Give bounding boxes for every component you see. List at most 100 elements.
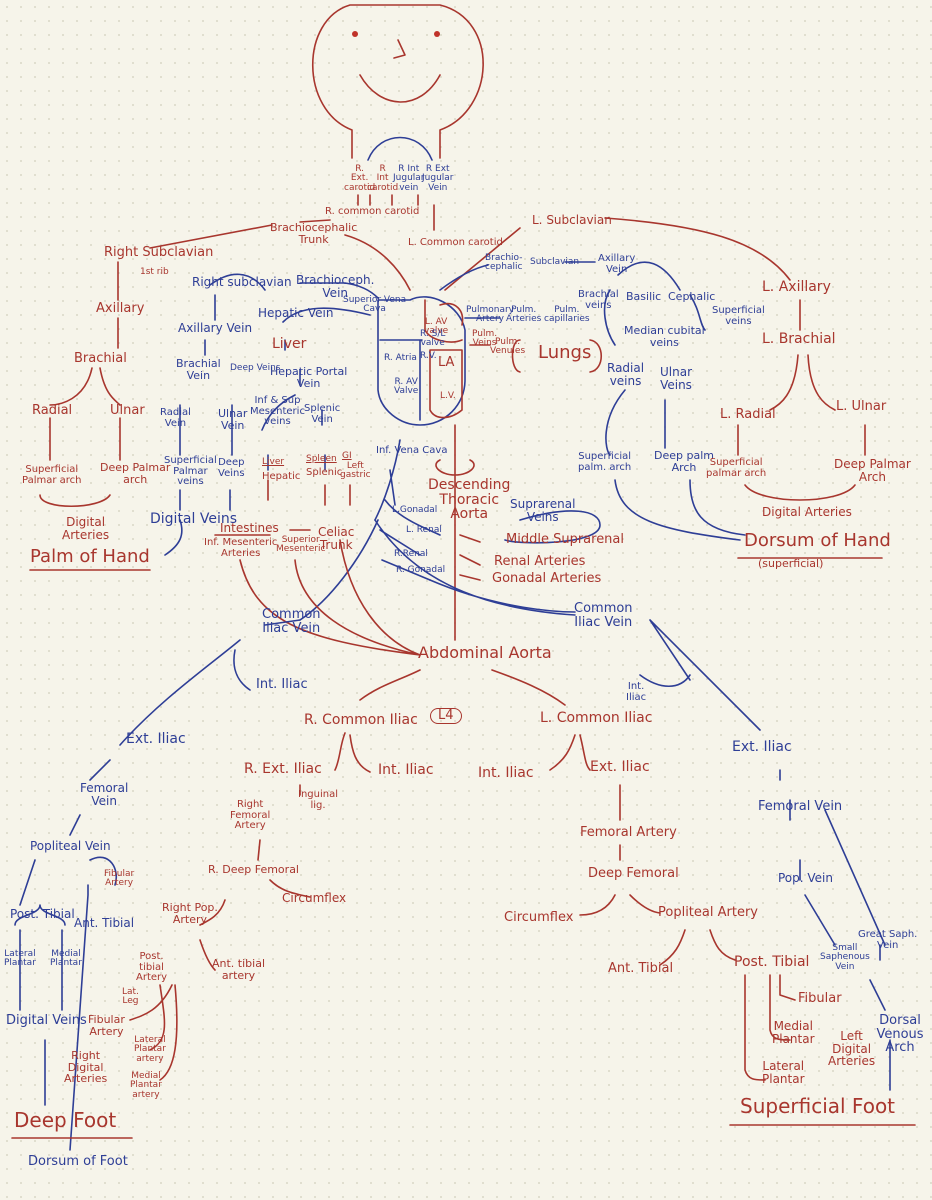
- l-av-valve-label: L. AV valve: [424, 317, 449, 337]
- superficial-foot-label: Superficial Foot: [740, 1094, 896, 1118]
- left-arm-vein-lines: [603, 261, 746, 541]
- right-ventricle-label: R.V.: [420, 351, 437, 361]
- deep-palm-arch-label: Deep palm Arch: [654, 449, 714, 474]
- right-subclavian-vein-label: Right subclavian: [192, 275, 292, 289]
- descending-thoracic-aorta-label: Descending Thoracic Aorta: [428, 477, 511, 523]
- l-brachiocephalic-vein: [439, 261, 596, 291]
- ant-tibial-v-label: Ant. Tibial: [74, 916, 135, 930]
- medial-plantar-l-label: Medial Plantar: [772, 1019, 815, 1046]
- brachial-label: Brachial: [74, 351, 127, 366]
- l-radial-label: L. Radial: [720, 407, 776, 422]
- superior-mesenteric-label: Superior Mesenteric: [276, 535, 326, 555]
- deep-palmar-arch-label: Deep Palmar arch: [100, 461, 171, 486]
- inf-sup-mesenteric-veins-label: Inf & Sup Mesenteric veins: [250, 395, 305, 427]
- brachioceph-vein-line: [299, 282, 379, 299]
- pop-vein-label: Pop. Vein: [778, 871, 833, 885]
- dorsum-of-foot-label: Dorsum of Foot: [28, 1154, 128, 1169]
- median-cubital-label: Median cubital veins: [624, 324, 705, 349]
- inf-vena-cava-label: Inf. Vena Cava: [376, 445, 448, 456]
- renal-arteries-label: Renal Arteries: [494, 554, 586, 569]
- left-leg-artery-lines: [549, 734, 796, 1081]
- small-saphenous-vein-label: Small Saphenous Vein: [820, 943, 870, 972]
- medial-plantar-artery-label: Medial Plantar artery: [130, 1071, 162, 1100]
- left-eye: [352, 31, 358, 37]
- ext-iliac-v-r-label: Ext. Iliac: [126, 731, 186, 747]
- deep-palmar-arch-l-label: Deep Palmar Arch: [834, 457, 911, 484]
- post-tibial-brace: [14, 904, 66, 926]
- left-atrium-label: LA: [438, 355, 455, 370]
- hepatic-vein-label: Hepatic Vein: [258, 306, 334, 320]
- ivc-lines: [299, 439, 441, 621]
- aorta-bifurcation: [359, 669, 566, 706]
- right-atria-label: R. Atria: [384, 353, 417, 363]
- right-digital-arteries-label: Right Digital Arteries: [64, 1049, 108, 1086]
- left-leg-vein-lines: [639, 619, 891, 1091]
- popliteal-vein-label: Popliteal Vein: [30, 839, 111, 853]
- lungs-label: Lungs: [538, 342, 592, 363]
- right-subclavian-label: Right Subclavian: [104, 245, 214, 260]
- post-tibial-l-label: Post. Tibial: [734, 954, 810, 970]
- spleen-label: Spleen: [306, 454, 337, 464]
- palm-of-hand-label: Palm of Hand: [30, 546, 150, 567]
- suprarenal-vein-loop: [504, 510, 601, 544]
- great-saph-vein-label: Great Saph. Vein: [858, 929, 918, 951]
- right-leg-artery-lines: [129, 732, 371, 1081]
- r-int-jugular-label: R Int Jugular vein: [393, 164, 425, 193]
- r-deep-femoral-label: R. Deep Femoral: [208, 863, 299, 876]
- common-iliac-vein-r-label: Common Iliac Vein: [262, 607, 321, 636]
- dorsum-of-hand-label: Dorsum of Hand: [744, 530, 891, 551]
- pulm-veins-label: Pulm. Veins: [472, 329, 498, 349]
- left-ventricle-label: L.V.: [440, 391, 456, 401]
- int-iliac-l-artery-label: Int. Iliac: [478, 765, 534, 781]
- hepatic-label: Hepatic: [262, 471, 301, 482]
- right-subclavian-line: [149, 224, 273, 249]
- r-sl-valve-label: R. S/L valve: [420, 329, 446, 349]
- digital-veins-foot-label: Digital Veins: [6, 1013, 87, 1028]
- inf-mesenteric-arteries-label: Inf. Mesenteric Arteries: [204, 537, 278, 559]
- splenic-vein-label: Splenic Vein: [304, 403, 341, 425]
- renal-artery-arrows: [459, 534, 481, 581]
- liver-2-label: Liver: [262, 457, 285, 467]
- digital-arteries-label: Digital Arteries: [62, 515, 110, 542]
- ulnar-label: Ulnar: [110, 403, 145, 418]
- l-subclavian-label: L. Subclavian: [532, 213, 612, 227]
- neck-vein-arc: [367, 136, 433, 161]
- pulm-venules-label: Pulm. Venules: [490, 337, 526, 357]
- dorsal-venous-arch-label: Dorsal Venous Arch: [876, 1013, 924, 1056]
- l-subclavian-line: [444, 217, 791, 291]
- r-int-carotid-label: R Int carotid: [367, 164, 399, 193]
- intestines-label: Intestines: [220, 521, 279, 535]
- r-av-valve-label: R. AV Valve: [394, 377, 419, 397]
- liver-label: Liver: [272, 336, 307, 352]
- celiac-trunk-label: Celiac Trunk: [318, 525, 355, 552]
- r-common-iliac-label: R. Common Iliac: [304, 712, 418, 728]
- r-gonadal-label: R. Gonadal: [396, 565, 446, 575]
- circumflex-l-label: Circumflex: [504, 910, 574, 925]
- ant-tibial-l-label: Ant. Tibial: [608, 961, 674, 976]
- post-tibial-v-label: Post. Tibial: [10, 907, 75, 921]
- left-arm-artery-lines: [737, 299, 866, 501]
- middle-suprarenal-label: Middle Suprarenal: [506, 532, 625, 547]
- right-eye: [434, 31, 440, 37]
- superficial-veins-label: Superficial veins: [712, 305, 765, 327]
- pulmonary-artery-label: Pulmonary Artery: [466, 305, 514, 325]
- basilic-label: Basilic: [626, 290, 662, 303]
- left-gastric-label: Left gastric: [340, 461, 371, 481]
- left-common-iliac-vein-curve: [374, 519, 576, 616]
- pulm-arteries-label: Pulm. Arteries: [506, 305, 542, 325]
- gonadal-arteries-label: Gonadal Arteries: [492, 571, 602, 586]
- common-iliac-vein-l-label: Common Iliac Vein: [574, 601, 633, 630]
- brachial-veins-l-label: Brachial veins: [578, 289, 619, 311]
- right-leg-vein-lines: [19, 639, 251, 1151]
- left-digital-arteries-label: Left Digital Arteries: [828, 1029, 876, 1069]
- int-iliac-l-label: Int. Iliac: [626, 681, 647, 703]
- fibular-artery-label: Fibular Artery: [88, 1013, 125, 1038]
- l-axillary-label: L. Axillary: [762, 279, 831, 295]
- radial-veins-l-label: Radial veins: [607, 361, 645, 388]
- int-iliac-r-artery-label: Int. Iliac: [378, 762, 434, 778]
- axillary-vein-l-label: Axillary Vein: [598, 253, 636, 275]
- lateral-plantar-artery-label: Lateral Plantar artery: [134, 1035, 166, 1064]
- femoral-vein-r-label: Femoral Vein: [80, 781, 129, 808]
- ant-tibial-artery-label: Ant. tibial artery: [212, 957, 266, 982]
- l-brachial-label: L. Brachial: [762, 331, 836, 347]
